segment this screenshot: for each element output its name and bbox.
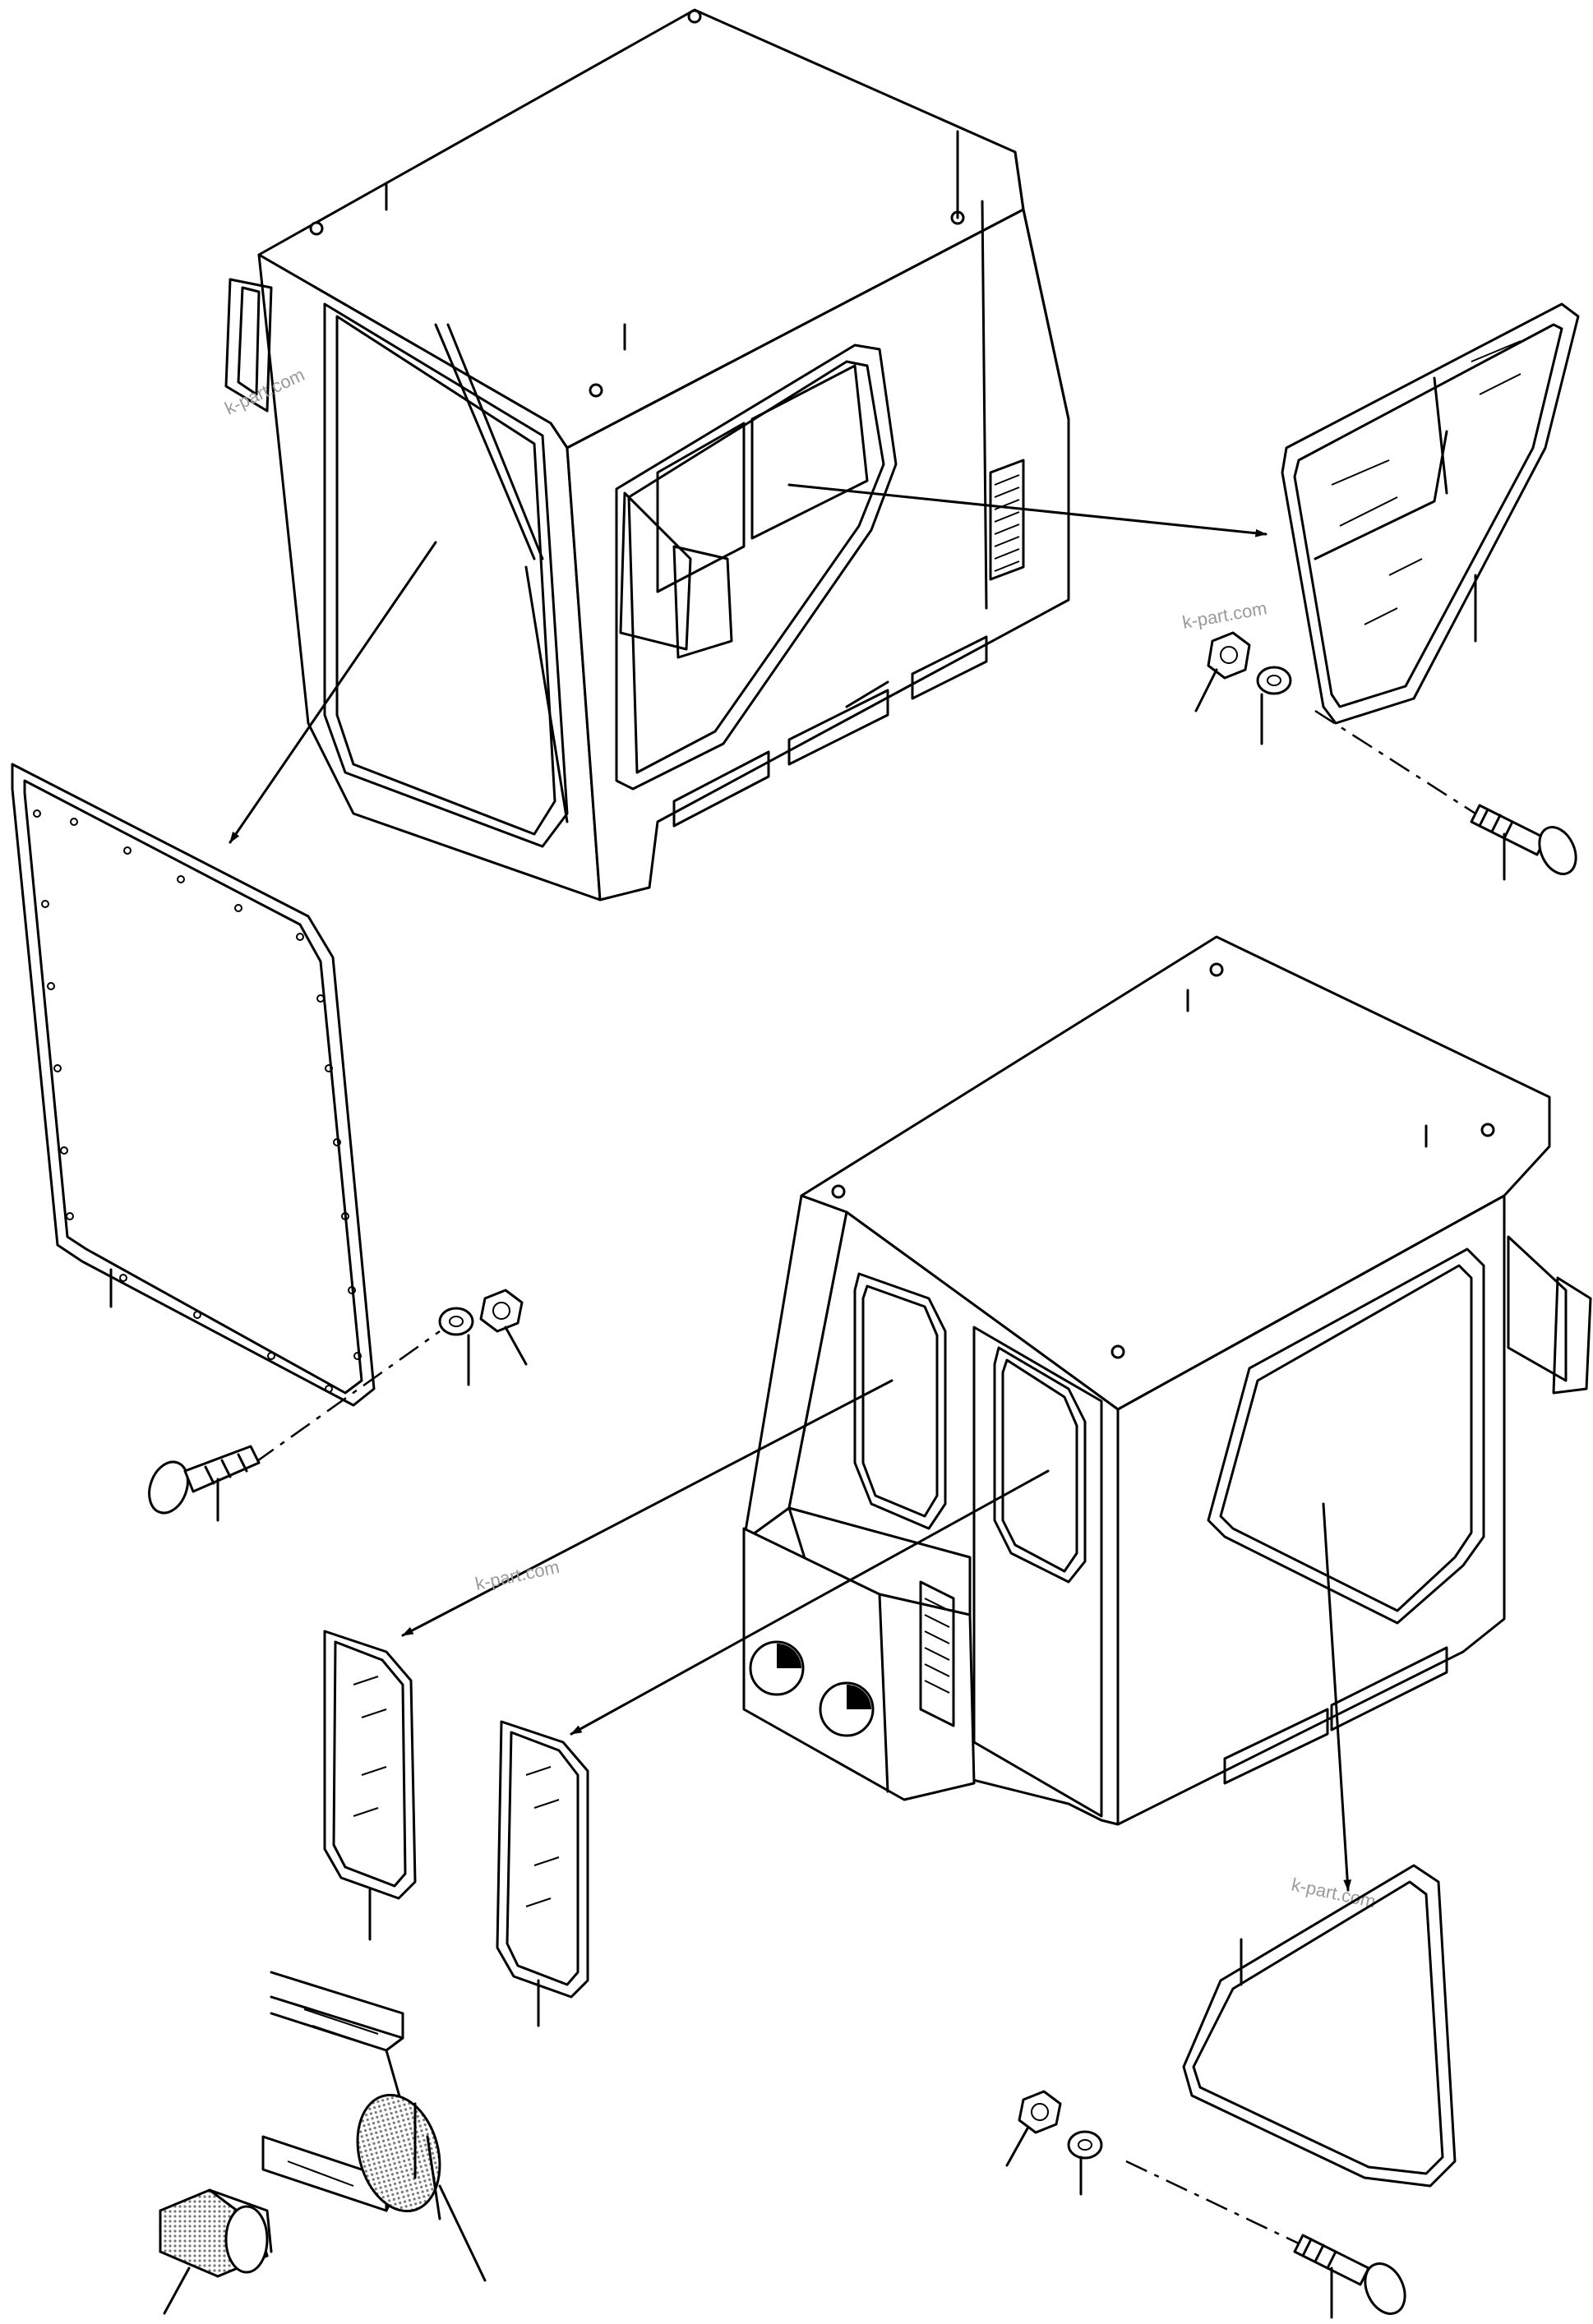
- roof-bolt: [831, 1184, 846, 1199]
- leader-line: [1194, 668, 1263, 745]
- centerline: [1125, 2160, 1300, 2245]
- front-glass-arrow: [401, 1379, 893, 1637]
- hvac-fan: [749, 1640, 875, 1737]
- side-glass-arrow: [787, 483, 1267, 537]
- rear-glass-large: [11, 763, 376, 1407]
- roof-bolt: [1480, 1123, 1495, 1137]
- cab-mirror: [619, 491, 692, 651]
- leader-line: [438, 2184, 487, 2282]
- cab-side-window-frame: [615, 344, 898, 791]
- cab-mirror: [1507, 1235, 1568, 1382]
- centerline: [1314, 709, 1476, 815]
- watermark: k-part.com: [1181, 597, 1269, 633]
- hvac-grille: [919, 1580, 955, 1727]
- door-glass-small: [496, 1720, 589, 1999]
- cab-door-window: [993, 1346, 1087, 1584]
- front-glass-small: [323, 1630, 417, 1900]
- cab-vent-grille: [989, 459, 1025, 581]
- leader-line: [467, 1326, 528, 1386]
- roof-bolt: [589, 383, 603, 398]
- roof-bolt: [1110, 1344, 1125, 1359]
- washer-left: [438, 1307, 474, 1336]
- cab-steps: [672, 635, 988, 828]
- door-glass-arrow: [570, 1469, 1050, 1736]
- cab-side-window-frame: [1207, 1247, 1485, 1625]
- rear-glass-arrow: [229, 541, 437, 844]
- roof-bolt: [687, 9, 702, 24]
- nut-left: [479, 1289, 524, 1333]
- cab-front-view: [742, 935, 1592, 1826]
- watermark: k-part.com: [1290, 1874, 1378, 1911]
- roof-bolt: [309, 221, 324, 236]
- bolt-bottom-right: [1293, 2234, 1406, 2315]
- side-window-glass-bottom: [1182, 1864, 1457, 2188]
- nut-top-right: [1207, 631, 1251, 680]
- side-glass-arrow: [1322, 1502, 1352, 1892]
- cab-grab-handle: [224, 278, 273, 413]
- washer-top-right: [1256, 666, 1292, 695]
- bolt-left: [148, 1445, 261, 1515]
- cab-front-window-left: [853, 1272, 947, 1530]
- side-window-glass-top: [1281, 302, 1580, 725]
- rubber-strip-section: [356, 2093, 441, 2213]
- cab-door: [972, 1326, 1103, 1818]
- centerline: [254, 1330, 441, 1464]
- bolt-top-right: [1470, 804, 1577, 875]
- nut-bottom-right: [1018, 2090, 1062, 2134]
- cab-steps: [1223, 1646, 1448, 1785]
- filler-strip-detail: [159, 2188, 273, 2278]
- cab-rear-view: [224, 8, 1070, 901]
- washer-bottom-right: [1067, 2130, 1103, 2160]
- glazing-rubber-detail: [261, 1971, 441, 2220]
- watermark: k-part.com: [473, 1556, 561, 1594]
- leader-line: [163, 2266, 191, 2315]
- cab-rear-window-frame: [323, 302, 569, 848]
- leader-line: [1005, 2127, 1083, 2196]
- roof-bolt: [1209, 962, 1224, 977]
